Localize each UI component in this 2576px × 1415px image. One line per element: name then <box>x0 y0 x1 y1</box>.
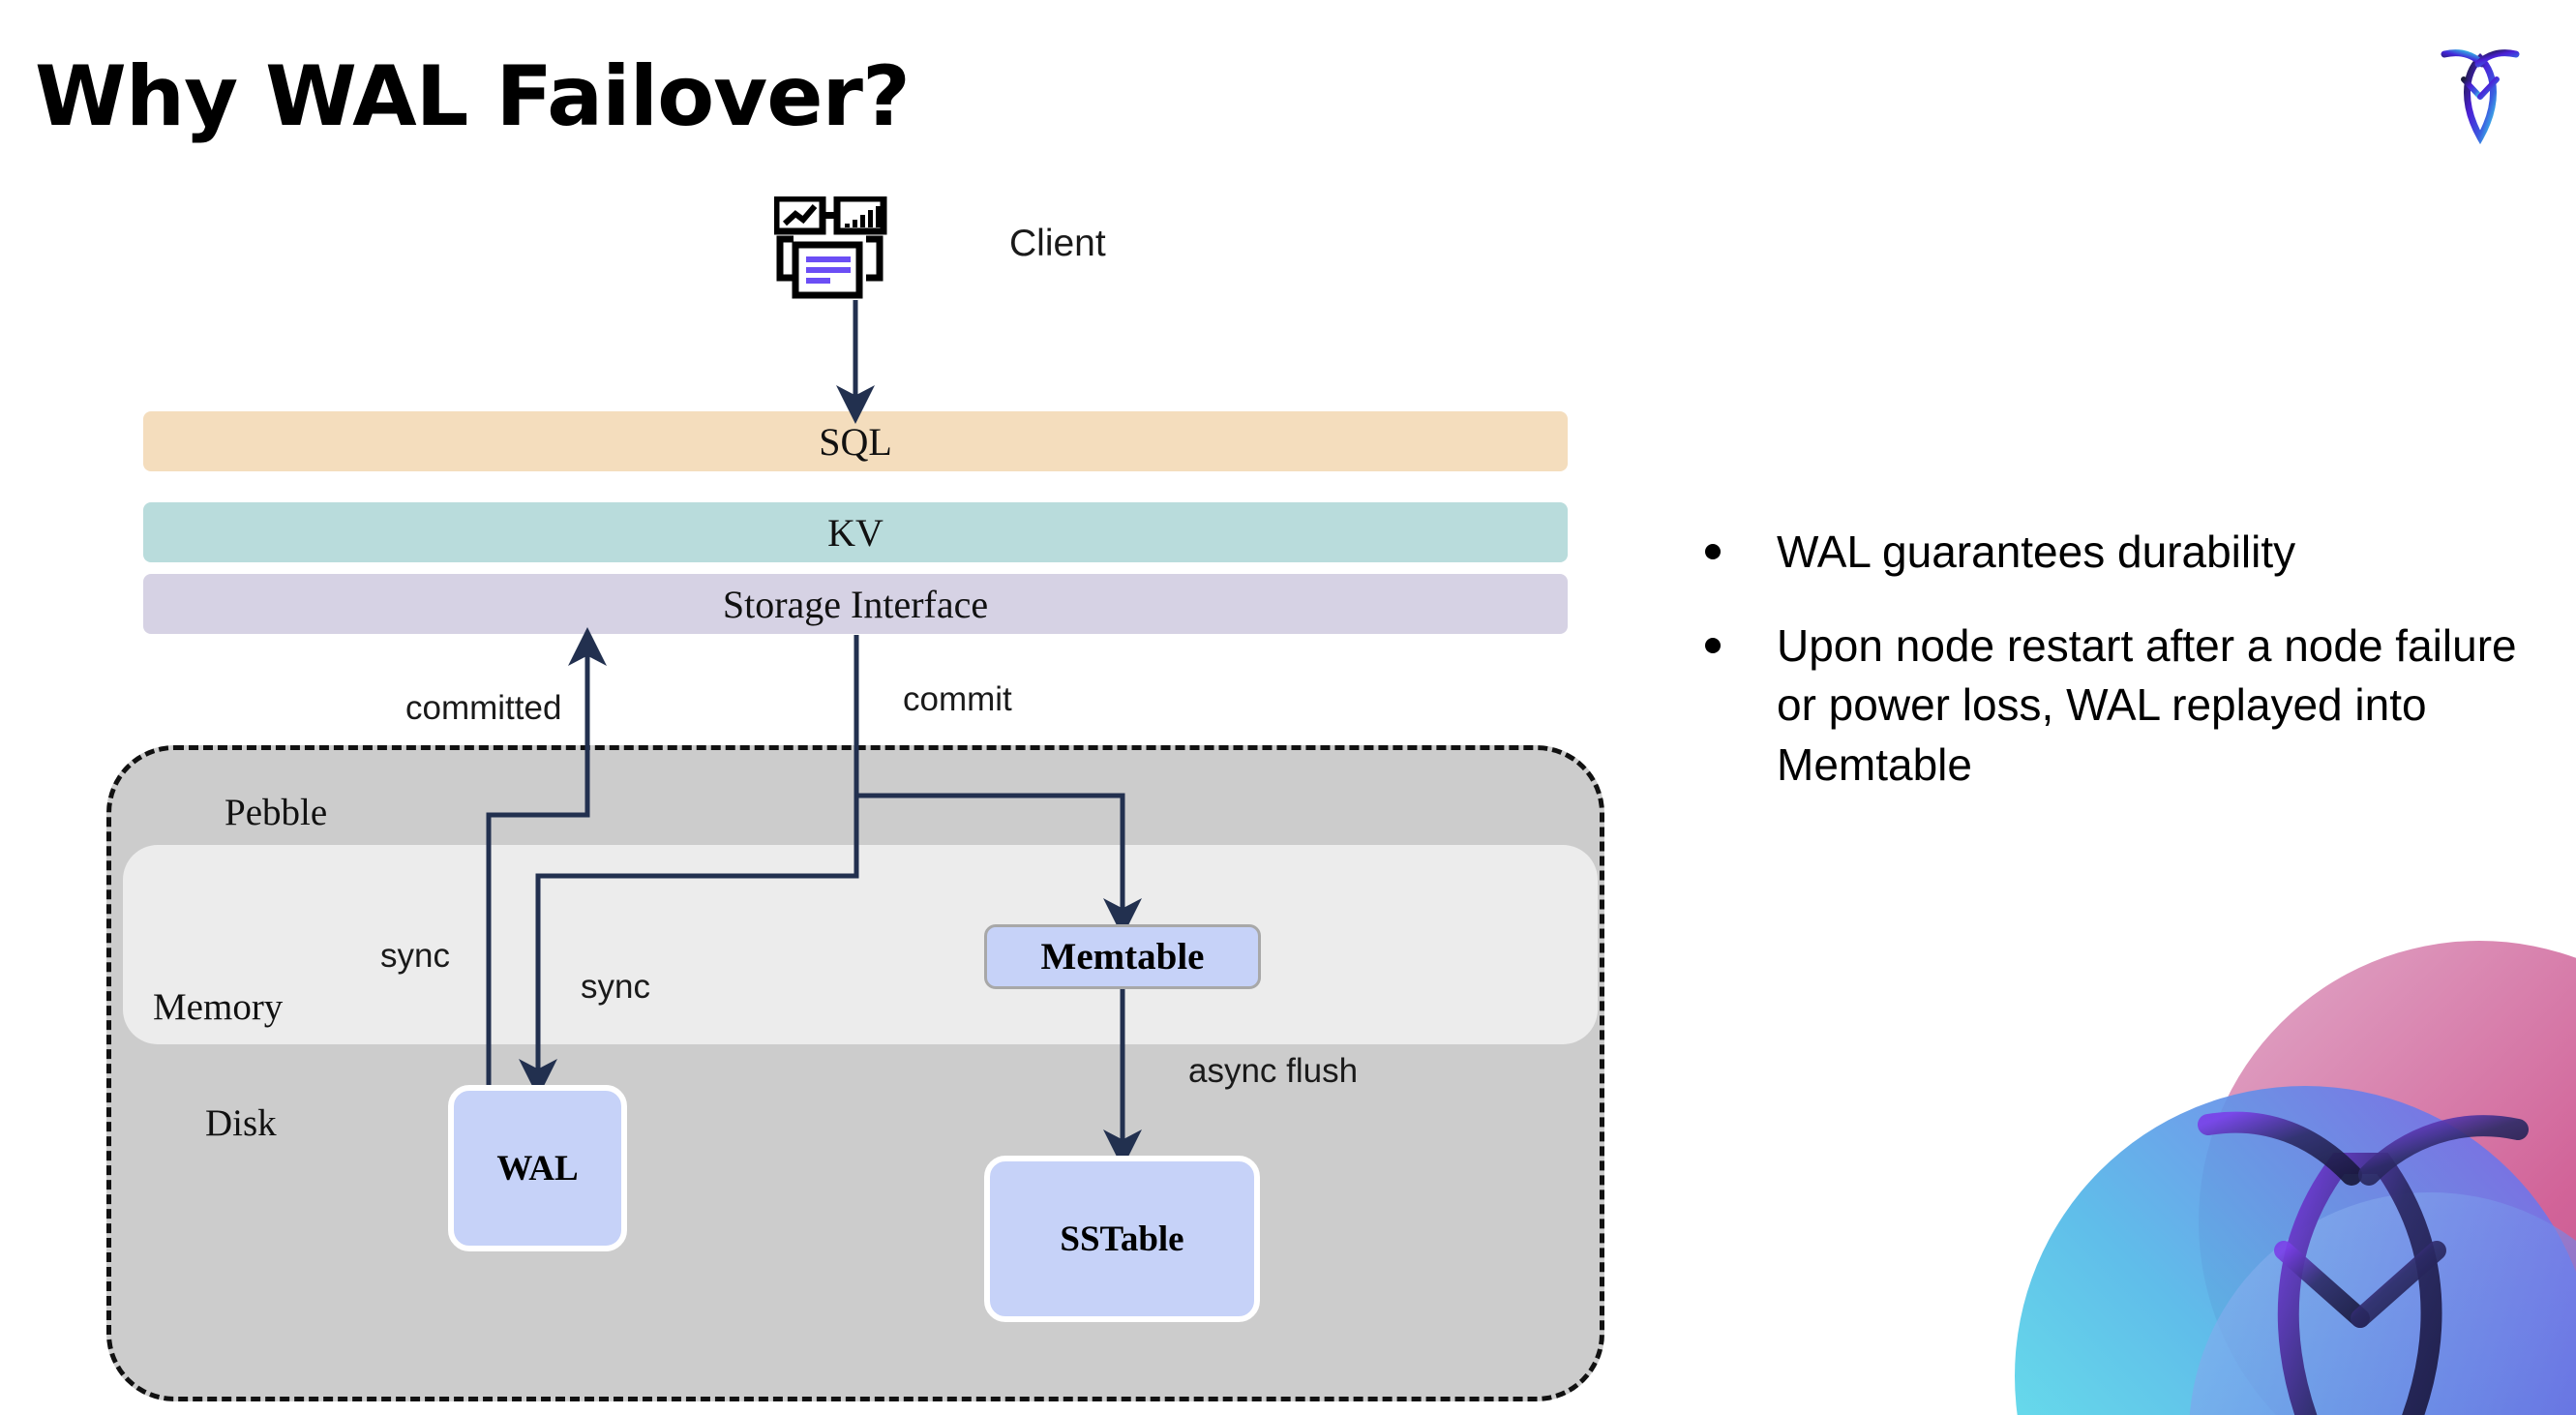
client-dashboard-icon <box>774 196 887 299</box>
layer-label-kv: KV <box>827 510 884 555</box>
node-label-sstable: SSTable <box>1060 1219 1184 1259</box>
client-label: Client <box>1009 223 1106 264</box>
edge-label-committed: committed <box>405 689 562 727</box>
edge-label-sync-wal: sync <box>581 968 650 1006</box>
pebble-container <box>106 745 1604 1401</box>
list-item: Upon node restart after a node failure o… <box>1705 617 2537 795</box>
layer-label-sql: SQL <box>819 419 892 464</box>
node-wal: WAL <box>448 1085 627 1251</box>
bullet-list: WAL guarantees durability Upon node rest… <box>1705 523 2537 829</box>
node-sstable: SSTable <box>984 1156 1260 1322</box>
layer-bar-kv: KV <box>143 502 1568 562</box>
bullet-text: Upon node restart after a node failure o… <box>1777 620 2517 790</box>
edge-label-commit: commit <box>903 680 1012 718</box>
pebble-label: Pebble <box>225 792 328 833</box>
list-item: WAL guarantees durability <box>1705 523 2537 582</box>
layer-bar-storage-interface: Storage Interface <box>143 574 1568 634</box>
layer-label-storage-interface: Storage Interface <box>722 582 989 626</box>
node-memtable: Memtable <box>984 924 1261 989</box>
bullet-text: WAL guarantees durability <box>1777 527 2296 577</box>
page-title: Why WAL Failover? <box>35 48 911 145</box>
edge-label-async-flush: async flush <box>1188 1052 1359 1090</box>
memory-panel <box>123 845 1598 1044</box>
architecture-diagram: Client SQL KV Storage Interface Pebble M… <box>106 196 1604 1401</box>
cockroachdb-logo-icon <box>2441 49 2520 145</box>
disk-label: Disk <box>205 1102 277 1144</box>
bullet-dot-icon <box>1705 544 1721 559</box>
brand-circles-decoration <box>2015 941 2576 1415</box>
bullet-dot-icon <box>1705 638 1721 654</box>
node-label-wal: WAL <box>496 1148 579 1189</box>
layer-bar-sql: SQL <box>143 411 1568 471</box>
memory-label: Memory <box>153 986 284 1028</box>
edge-label-sync-committed: sync <box>380 937 450 975</box>
node-label-memtable: Memtable <box>1040 936 1205 978</box>
